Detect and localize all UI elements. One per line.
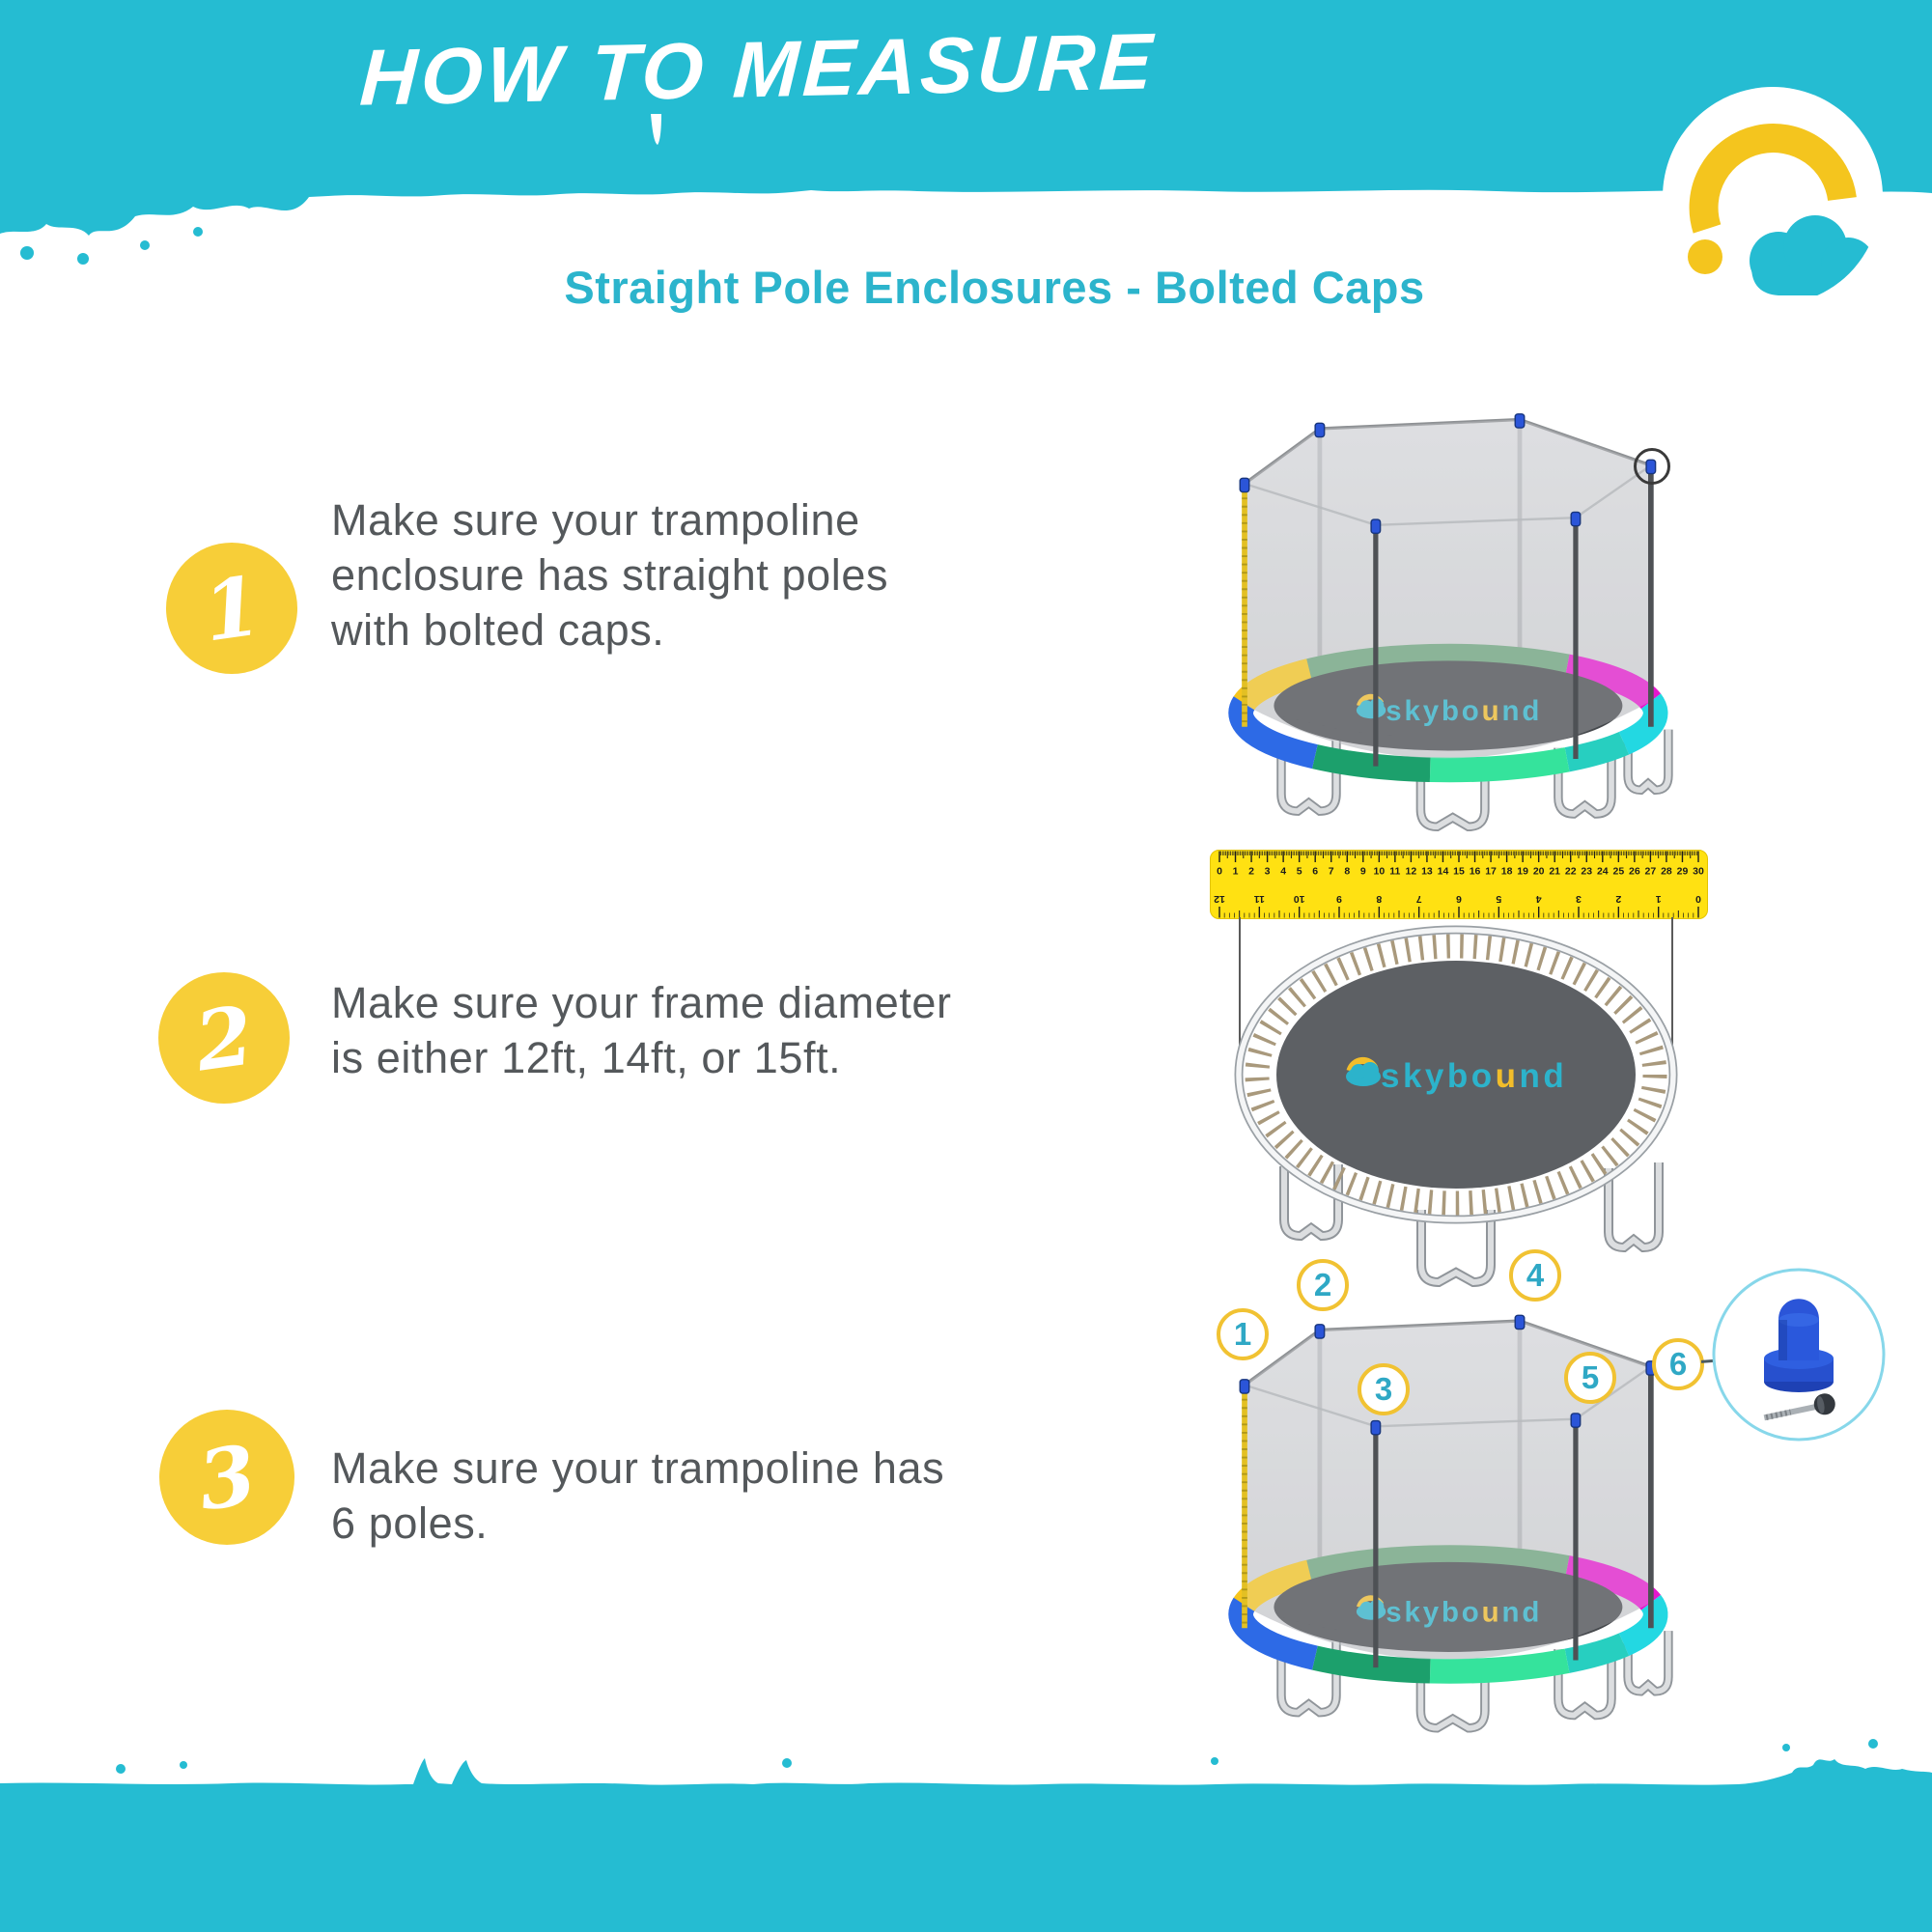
step-2-number: 2 <box>158 972 290 1104</box>
bolted-cap-callout <box>1712 1268 1886 1442</box>
skybound-brand-logo <box>1663 87 1883 307</box>
svg-text:2: 2 <box>1248 866 1254 878</box>
bolted-cap-icon <box>1764 1299 1834 1392</box>
svg-text:23: 23 <box>1581 866 1592 878</box>
svg-text:8: 8 <box>1376 893 1382 905</box>
ruler-ticks <box>1218 851 1699 918</box>
jump-mat-top-view <box>1276 961 1636 1189</box>
pole-badge-5: 5 <box>1564 1352 1616 1404</box>
illustration-trampoline-enclosure <box>1190 355 1740 869</box>
svg-text:28: 28 <box>1661 866 1672 878</box>
svg-text:19: 19 <box>1517 866 1528 878</box>
svg-text:13: 13 <box>1421 866 1433 878</box>
rainbow-arc-icon <box>1689 124 1857 234</box>
top-brush-banner <box>0 0 1932 265</box>
sun-dot-icon <box>1688 239 1722 274</box>
skybound-wordmark: skybound <box>1381 1057 1567 1095</box>
springs-ring <box>1245 934 1667 1216</box>
svg-text:10: 10 <box>1294 893 1305 905</box>
svg-text:11: 11 <box>1254 893 1265 905</box>
bolt-icon <box>1763 1393 1835 1421</box>
svg-text:1: 1 <box>1233 866 1239 878</box>
svg-text:6: 6 <box>1312 866 1318 878</box>
svg-text:14: 14 <box>1438 866 1449 878</box>
pole-badge-4: 4 <box>1509 1249 1561 1302</box>
svg-text:27: 27 <box>1645 866 1657 878</box>
skybound-logo-icon <box>1346 1056 1381 1086</box>
svg-text:11: 11 <box>1389 866 1400 878</box>
svg-text:5: 5 <box>1496 893 1501 905</box>
page-subtitle: Straight Pole Enclosures - Bolted Caps <box>564 262 1425 313</box>
pole-cap-highlight-circle <box>1634 448 1670 485</box>
step-3-number: 3 <box>159 1410 294 1545</box>
top-view-legs <box>1279 1162 1664 1288</box>
svg-text:25: 25 <box>1612 866 1624 878</box>
pole-badge-3: 3 <box>1358 1363 1410 1415</box>
pole-badge-1: 1 <box>1217 1308 1269 1360</box>
illustration-trampoline-six-poles <box>1190 1250 1740 1777</box>
svg-text:15: 15 <box>1453 866 1465 878</box>
svg-text:9: 9 <box>1360 866 1366 878</box>
pole-badge-2: 2 <box>1297 1259 1349 1311</box>
svg-text:4: 4 <box>1536 893 1542 905</box>
svg-text:12: 12 <box>1406 866 1417 878</box>
svg-text:0: 0 <box>1217 866 1222 878</box>
svg-text:16: 16 <box>1470 866 1481 878</box>
svg-text:12: 12 <box>1214 893 1225 905</box>
svg-text:7: 7 <box>1416 893 1422 905</box>
svg-text:1: 1 <box>1656 893 1662 905</box>
svg-text:7: 7 <box>1329 866 1334 878</box>
svg-text:2: 2 <box>1615 893 1621 905</box>
svg-text:26: 26 <box>1629 866 1640 878</box>
svg-text:4: 4 <box>1280 866 1286 878</box>
illustration-trampoline-top-view: skybound <box>1234 925 1678 1288</box>
svg-text:5: 5 <box>1297 866 1302 878</box>
svg-text:29: 29 <box>1677 866 1689 878</box>
svg-text:3: 3 <box>1265 866 1271 878</box>
diameter-line-left <box>1239 917 1241 1093</box>
pole-badge-6: 6 <box>1652 1338 1704 1390</box>
svg-text:8: 8 <box>1344 866 1350 878</box>
bottom-brush-banner <box>0 1739 1932 1932</box>
svg-text:22: 22 <box>1565 866 1577 878</box>
svg-text:24: 24 <box>1597 866 1609 878</box>
svg-text:9: 9 <box>1336 893 1342 905</box>
svg-text:30: 30 <box>1693 866 1704 878</box>
svg-text:0: 0 <box>1695 893 1701 905</box>
step-1-number: 1 <box>166 543 297 674</box>
diameter-line-right <box>1671 917 1673 1079</box>
svg-text:6: 6 <box>1456 893 1462 905</box>
svg-text:20: 20 <box>1533 866 1545 878</box>
svg-text:18: 18 <box>1501 866 1513 878</box>
svg-text:21: 21 <box>1549 866 1560 878</box>
svg-text:10: 10 <box>1373 866 1385 878</box>
svg-text:3: 3 <box>1576 893 1582 905</box>
svg-text:17: 17 <box>1485 866 1497 878</box>
